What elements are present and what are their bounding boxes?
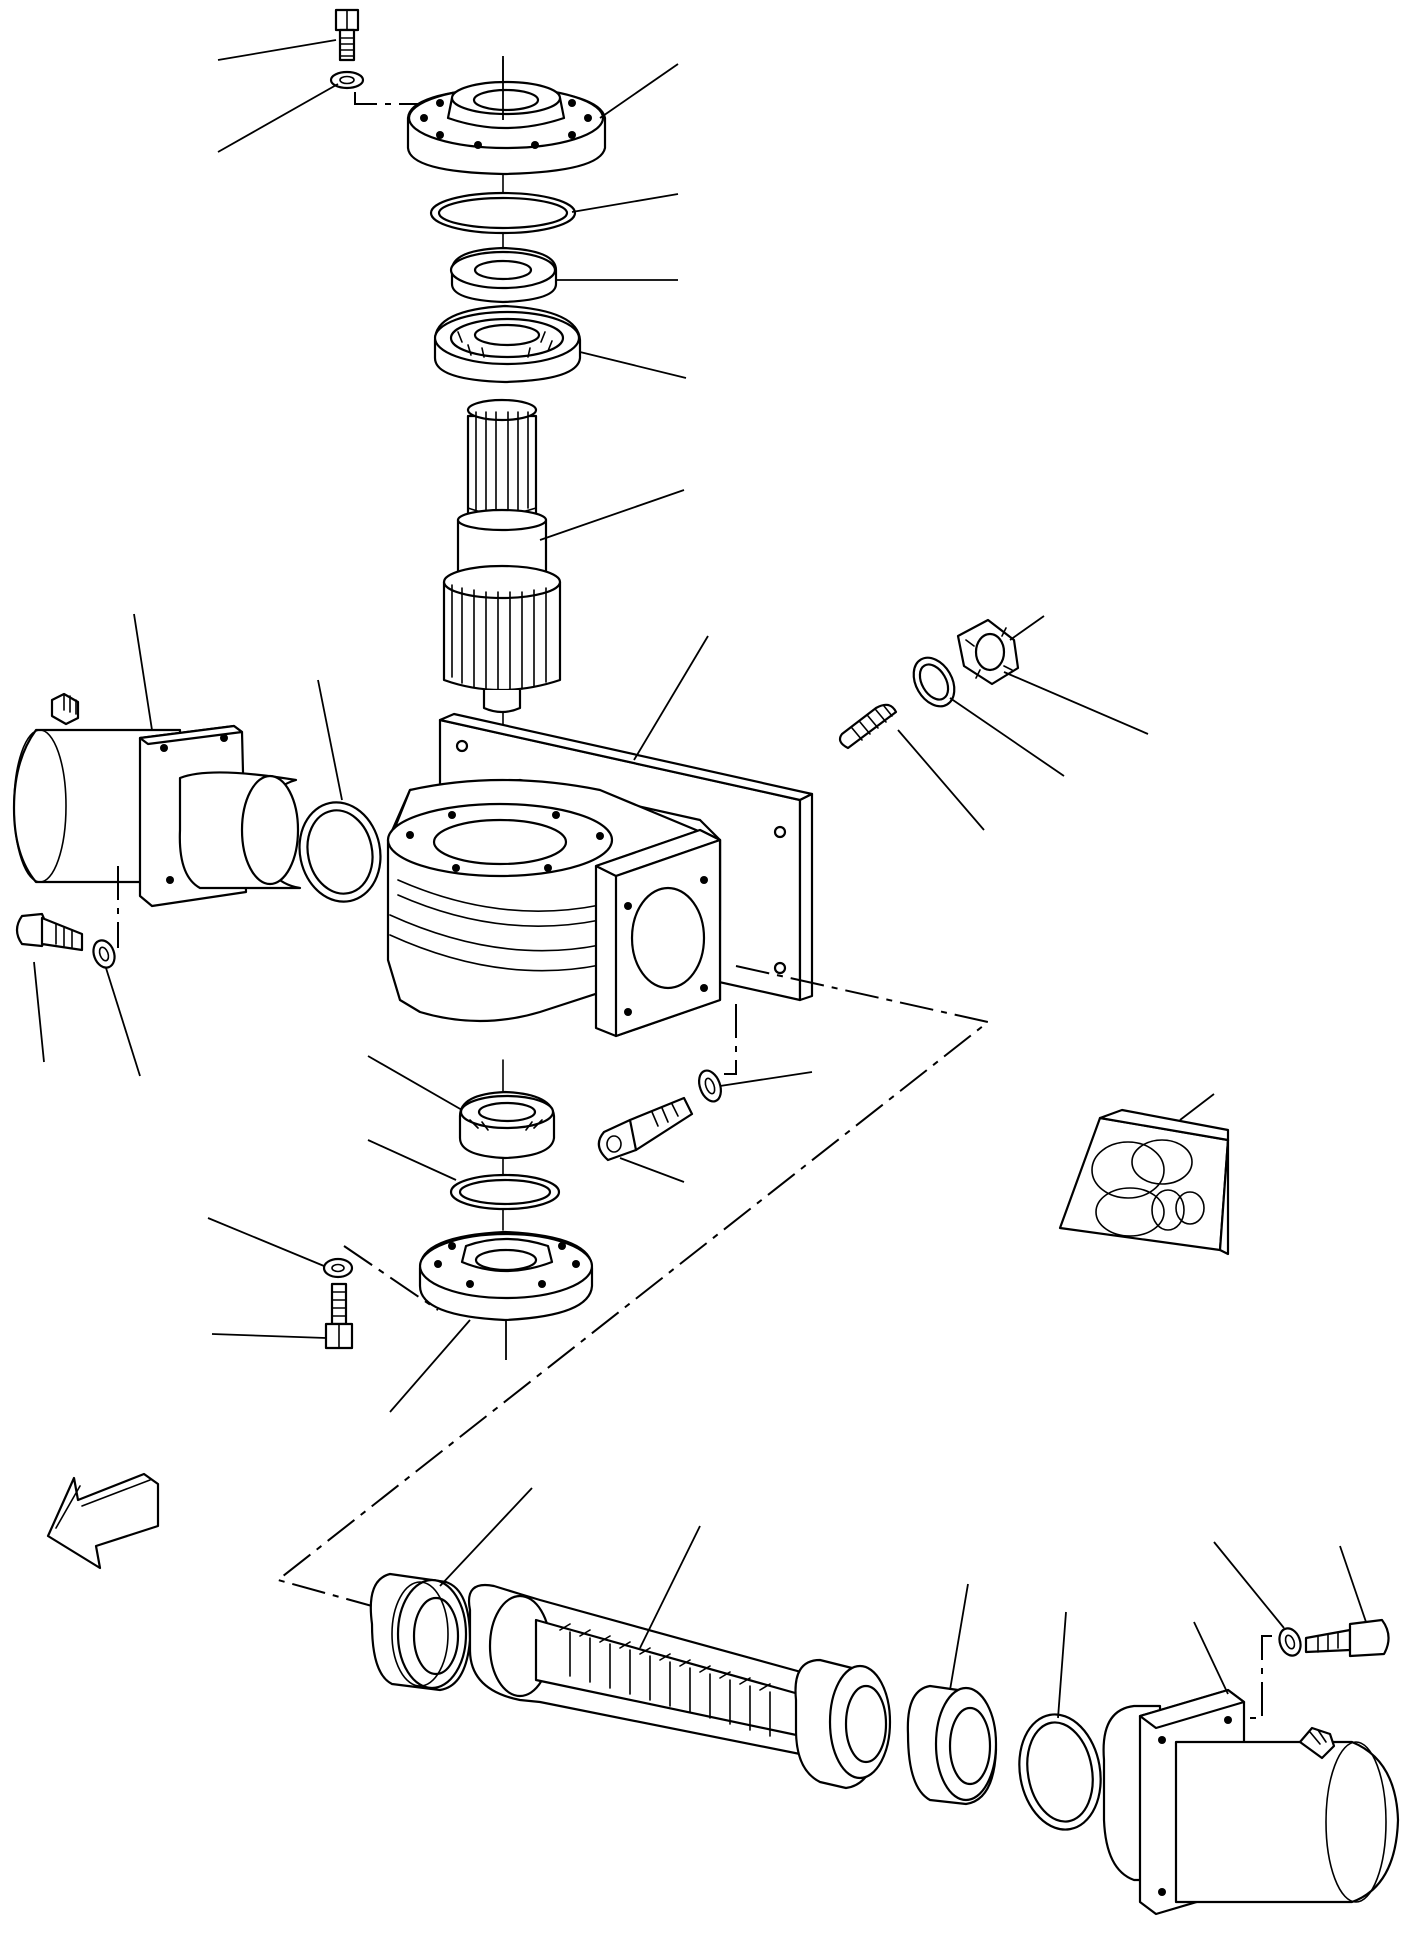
rack-bar: [467, 1583, 892, 1790]
rack-seal-right: [906, 1684, 998, 1806]
right-cylinder: [1102, 1688, 1400, 1916]
rack-seal-left: [369, 1572, 472, 1692]
top-washer: [329, 70, 365, 90]
left-bolt: [15, 912, 84, 952]
rack-connector-path: [275, 965, 991, 1607]
adjuster-o-ring: [912, 656, 956, 708]
housing-cap-screw: [597, 1096, 694, 1162]
top-bolt: [334, 8, 360, 62]
left-cylinder: [12, 692, 302, 908]
top-flange: [406, 80, 607, 176]
top-bolt-path: [354, 92, 428, 105]
pinion-shaft: [442, 398, 562, 714]
rear-cap-screw: [1304, 1618, 1390, 1658]
bottom-washer: [322, 1257, 354, 1279]
cap-screw-path: [724, 1004, 737, 1075]
rear-bolt-path: [1240, 1635, 1272, 1719]
leader-lines: [33, 39, 1367, 1719]
bottom-bearing: [458, 1090, 556, 1160]
left-washer: [92, 939, 116, 969]
top-seal: [449, 246, 558, 304]
rear-washer: [1278, 1627, 1302, 1657]
left-o-ring: [298, 801, 382, 903]
rack-o-ring: [1018, 1713, 1102, 1831]
bottom-flange: [418, 1230, 594, 1322]
bottom-o-ring: [449, 1173, 561, 1211]
housing-washer: [698, 1069, 722, 1103]
housing-side-plate: [594, 828, 722, 1038]
castle-nut: [956, 618, 1020, 686]
top-o-ring: [429, 191, 577, 235]
bottom-bolt: [324, 1282, 354, 1350]
adjuster-spring: [838, 703, 898, 750]
bottom-bolt-path: [343, 1245, 439, 1311]
seal-kit-packet: [1058, 1108, 1230, 1256]
top-bearing: [433, 304, 582, 384]
front-arrow-icon: [46, 1472, 160, 1570]
